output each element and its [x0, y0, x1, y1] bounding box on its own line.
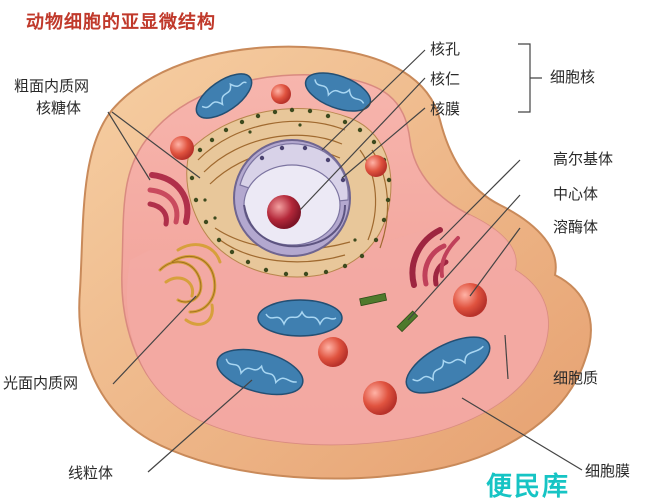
smooth-er-outline [159, 256, 216, 313]
diagram-title: 动物细胞的亚显微结构 [26, 12, 216, 33]
label-ribosome: 核糖体 [36, 99, 82, 117]
label-lysosome: 溶酶体 [553, 218, 599, 236]
leader-lines [107, 43, 583, 473]
label-cell-membrane: 细胞膜 [585, 462, 631, 480]
label-nucleolus: 核仁 [430, 70, 461, 88]
label-centrosome: 中心体 [553, 185, 599, 203]
mitochondria [195, 72, 491, 396]
label-smooth-er: 光面内质网 [3, 374, 79, 392]
label-mitochondrion: 线粒体 [68, 464, 114, 482]
label-nucleus: 细胞核 [550, 68, 596, 86]
ribosomes [189, 107, 392, 277]
lysosomes [170, 84, 487, 415]
nucleolus [267, 195, 301, 229]
golgi-apparatus [409, 227, 460, 288]
watermark-logo: 便民库 [486, 472, 571, 502]
nuclear-pores [259, 145, 346, 183]
centrosome [359, 292, 419, 333]
nucleus [233, 139, 351, 257]
label-golgi: 高尔基体 [553, 150, 614, 168]
label-nuclear-pore: 核孔 [430, 40, 461, 58]
label-nuclear-envelope: 核膜 [430, 100, 461, 118]
label-cytoplasm: 细胞质 [553, 369, 599, 387]
golgi-left [147, 172, 191, 227]
label-rough-er: 粗面内质网 [14, 77, 90, 95]
